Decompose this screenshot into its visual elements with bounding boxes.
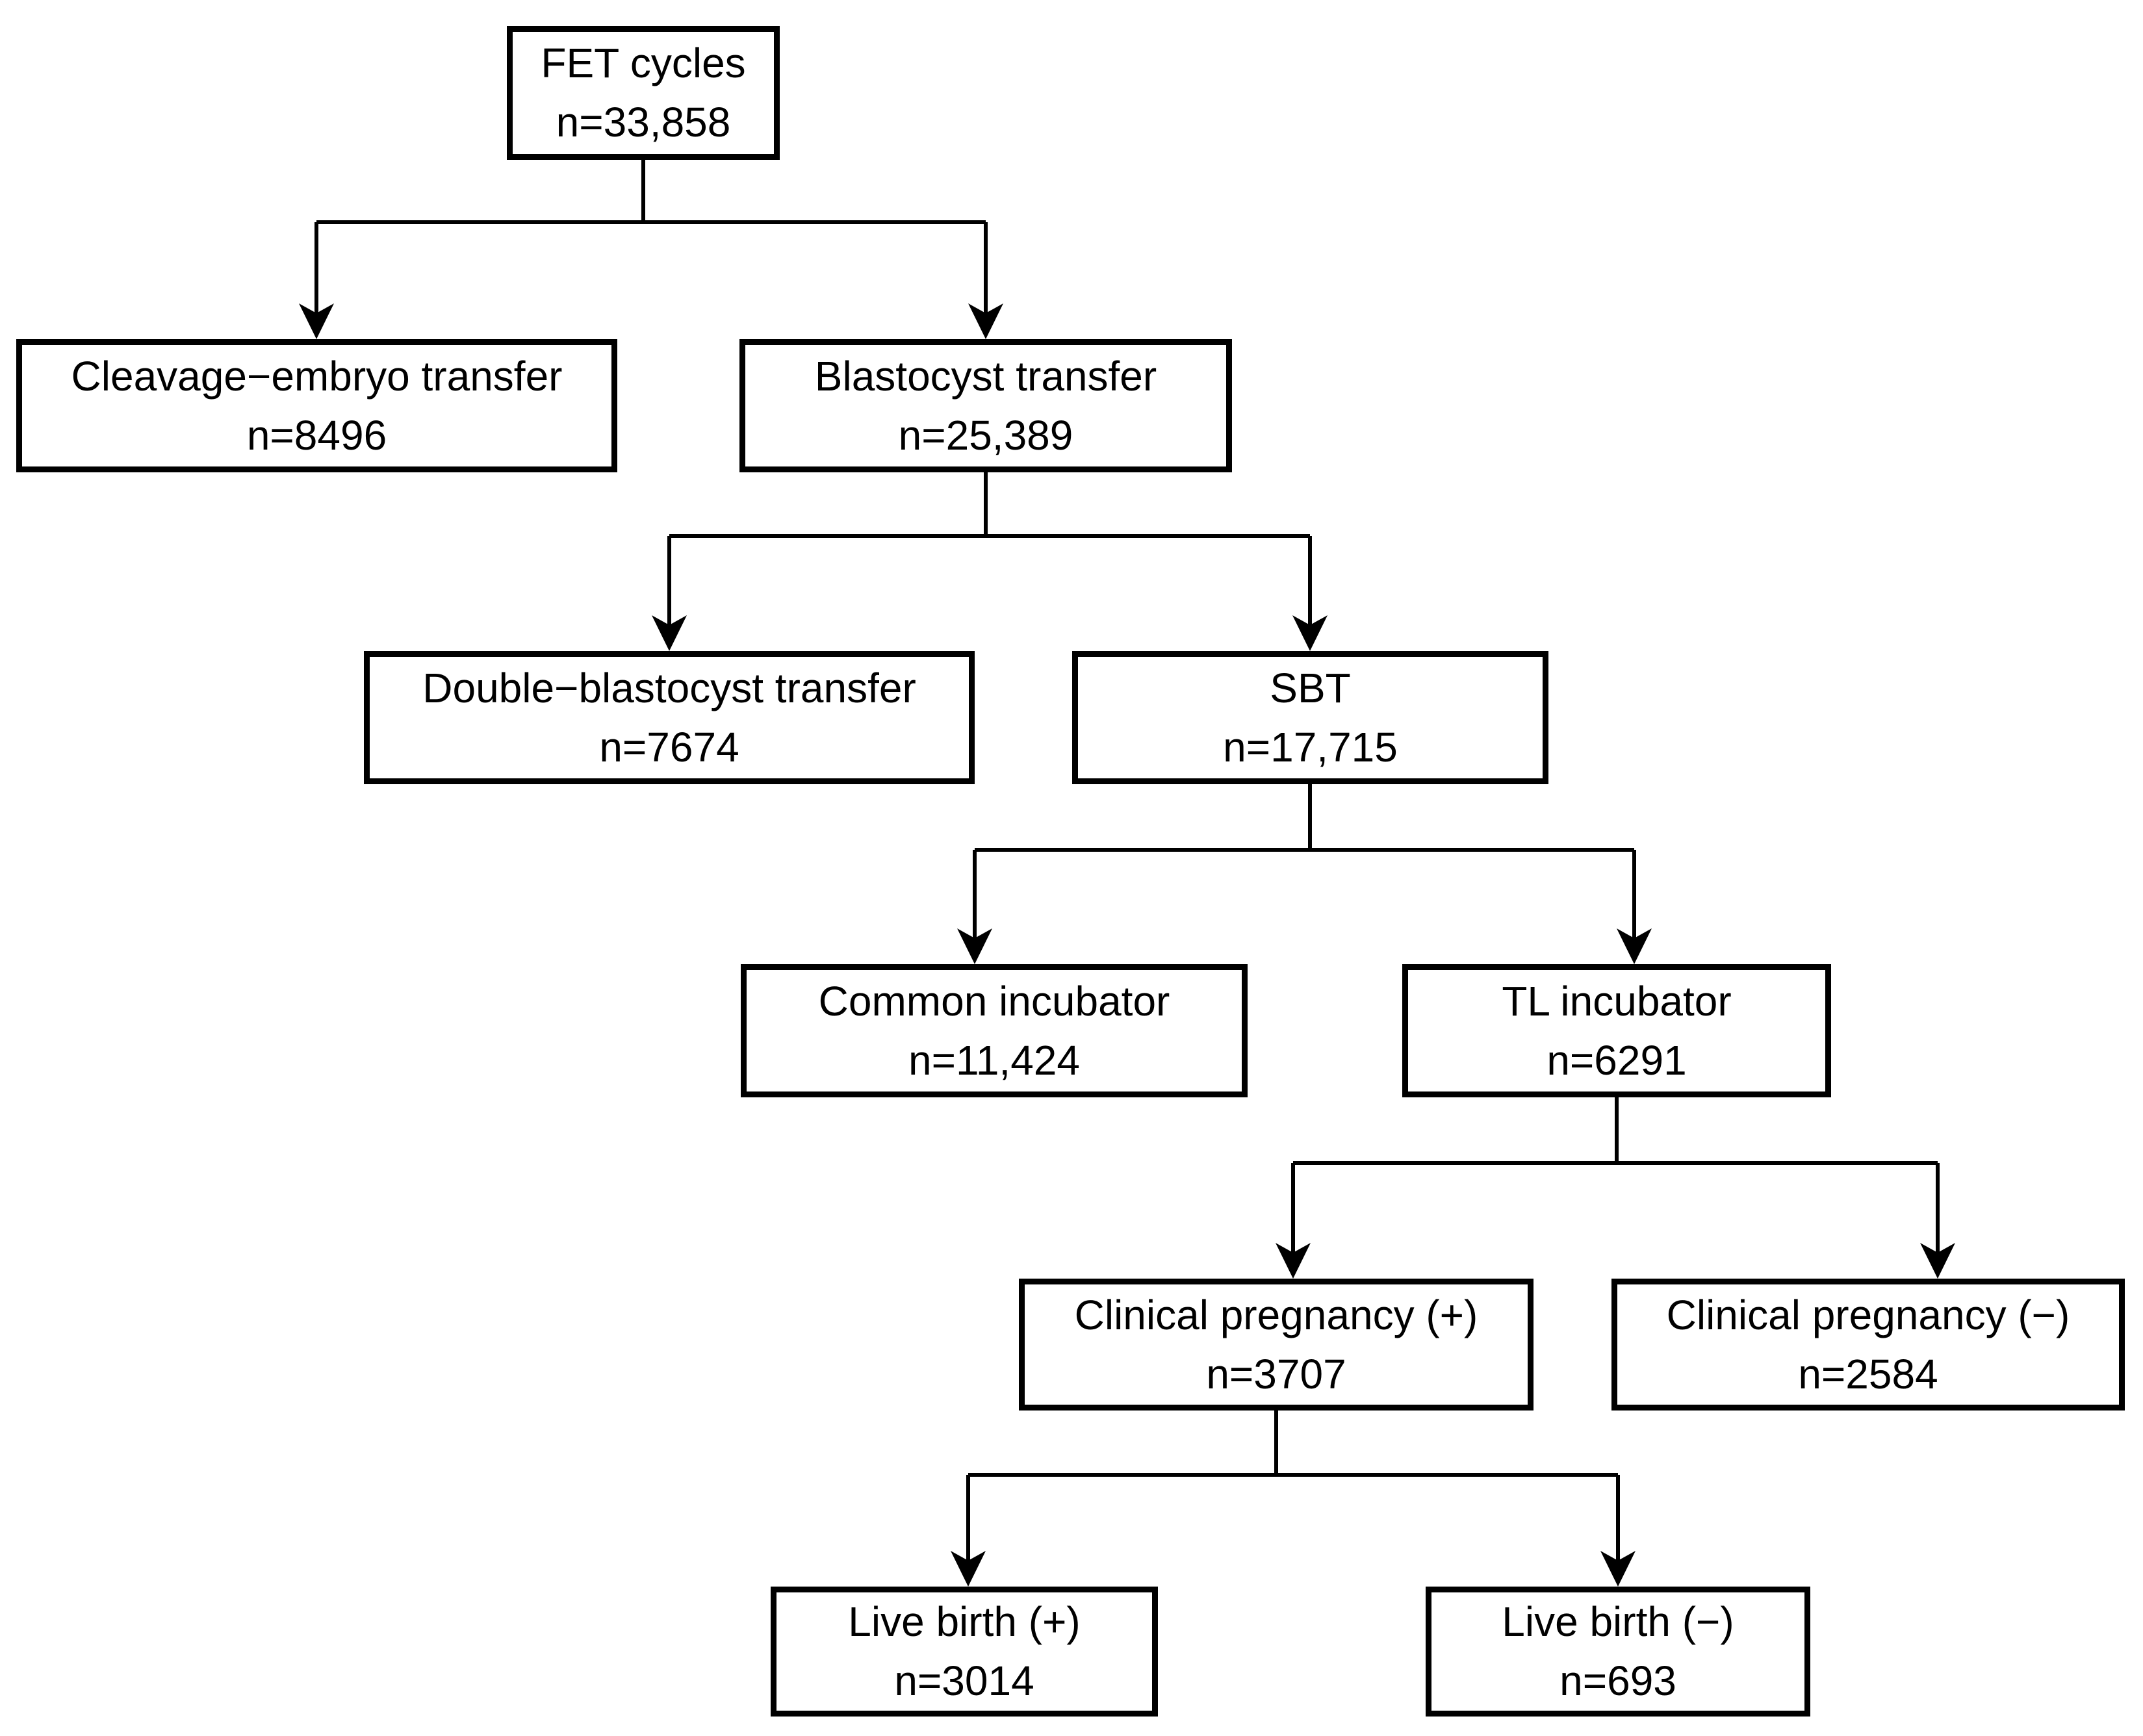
node-count: n=3014 <box>894 1657 1034 1704</box>
node-clinical-pregnancy-negative: Clinical pregnancy (−) n=2584 <box>1611 1279 2125 1410</box>
node-label: SBT <box>1270 664 1351 711</box>
connector-blastocyst-to-row3 <box>667 472 1312 633</box>
connector-sbt-to-row4 <box>973 784 1636 947</box>
connector-cp-pos-to-row6 <box>966 1410 1620 1569</box>
arrowhead-live-birth-positive <box>951 1551 986 1587</box>
node-double-blastocyst-transfer: Double−blastocyst transfer n=7674 <box>364 651 975 784</box>
arrowhead-tl-incubator <box>1617 928 1652 964</box>
node-cleavage-embryo-transfer: Cleavage−embryo transfer n=8496 <box>16 339 617 472</box>
arrowhead-live-birth-negative <box>1600 1551 1636 1587</box>
arrowhead-blastocyst <box>968 303 1003 339</box>
node-label: Live birth (−) <box>1502 1598 1734 1645</box>
arrowhead-cleavage <box>299 303 334 339</box>
node-blastocyst-transfer: Blastocyst transfer n=25,389 <box>739 339 1232 472</box>
node-count: n=33,858 <box>556 99 731 146</box>
node-label: Clinical pregnancy (−) <box>1666 1291 2070 1338</box>
node-label: FET cycles <box>541 40 746 86</box>
node-label: Live birth (+) <box>848 1598 1081 1645</box>
connector-tl-to-row5 <box>1291 1097 1940 1261</box>
node-count: n=11,424 <box>908 1036 1080 1084</box>
arrowhead-common-incubator <box>957 928 992 964</box>
connector-lines <box>314 160 1940 1569</box>
node-label: Cleavage−embryo transfer <box>71 352 563 400</box>
node-label: TL incubator <box>1502 977 1732 1025</box>
node-count: n=17,715 <box>1223 723 1398 771</box>
arrowhead-double-blastocyst <box>652 615 687 651</box>
node-live-birth-positive: Live birth (+) n=3014 <box>771 1587 1158 1717</box>
node-sbt: SBT n=17,715 <box>1072 651 1548 784</box>
node-count: n=2584 <box>1798 1350 1938 1398</box>
node-label: Clinical pregnancy (+) <box>1074 1291 1478 1338</box>
node-count: n=3707 <box>1206 1350 1346 1398</box>
node-label: Common incubator <box>818 977 1170 1025</box>
node-count: n=6291 <box>1546 1036 1687 1084</box>
node-common-incubator: Common incubator n=11,424 <box>741 964 1248 1097</box>
node-live-birth-negative: Live birth (−) n=693 <box>1426 1587 1810 1717</box>
connector-fet-to-row2 <box>314 160 988 322</box>
node-label: Double−blastocyst transfer <box>422 664 916 711</box>
node-count: n=8496 <box>246 411 387 459</box>
node-tl-incubator: TL incubator n=6291 <box>1402 964 1831 1097</box>
arrowhead-clinical-pregnancy-positive <box>1276 1243 1311 1279</box>
node-clinical-pregnancy-positive: Clinical pregnancy (+) n=3707 <box>1019 1279 1533 1410</box>
node-count: n=693 <box>1559 1657 1676 1704</box>
node-fet-cycles: FET cycles n=33,858 <box>507 26 780 160</box>
connector-arrowheads <box>299 303 1955 1587</box>
node-count: n=25,389 <box>898 411 1073 459</box>
node-count: n=7674 <box>599 723 739 771</box>
arrowhead-clinical-pregnancy-negative <box>1920 1243 1955 1279</box>
arrowhead-sbt <box>1292 615 1328 651</box>
node-label: Blastocyst transfer <box>814 352 1157 400</box>
